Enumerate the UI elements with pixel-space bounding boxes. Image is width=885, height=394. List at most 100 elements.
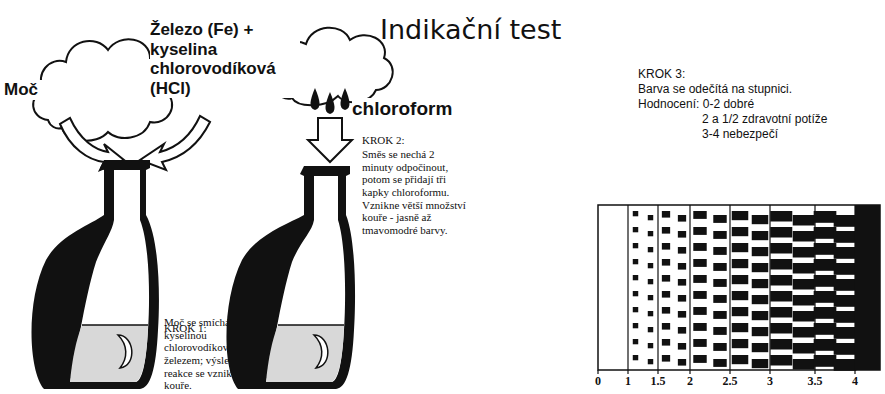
scale-mark bbox=[678, 247, 686, 254]
scale-mark bbox=[834, 327, 857, 339]
scale-mark bbox=[648, 311, 653, 316]
scale-mark bbox=[693, 275, 706, 283]
scale-mark bbox=[732, 307, 749, 316]
scale-mark bbox=[633, 243, 638, 248]
scale-mark bbox=[732, 275, 749, 284]
scale-mark bbox=[693, 339, 706, 347]
step-heading: KROK 3: bbox=[638, 68, 838, 82]
scale-mark bbox=[633, 275, 638, 280]
scale-mark bbox=[752, 295, 769, 304]
highlight bbox=[118, 335, 132, 368]
scale-mark bbox=[793, 295, 815, 306]
drop bbox=[340, 88, 349, 110]
scale-mark bbox=[648, 295, 653, 300]
scale-mark bbox=[752, 215, 769, 224]
scale-mark bbox=[814, 275, 837, 287]
scale-mark bbox=[752, 279, 769, 288]
scale-number: 1 bbox=[625, 375, 631, 389]
scale-mark bbox=[648, 359, 653, 364]
scale-mark bbox=[648, 327, 653, 332]
ingredient-label: Železo (Fe) + kyselina chlorovodíková (H… bbox=[150, 20, 300, 98]
scale-mark bbox=[814, 323, 837, 335]
scale-mark bbox=[648, 231, 653, 236]
scale-mark bbox=[678, 359, 686, 366]
scale-mark bbox=[834, 311, 857, 323]
scale-mark bbox=[793, 263, 815, 274]
scale-mark bbox=[662, 323, 670, 330]
scale-mark bbox=[693, 211, 706, 219]
scale-mark bbox=[732, 291, 749, 300]
scale-mark bbox=[834, 359, 857, 371]
scale-mark bbox=[713, 343, 726, 351]
scale-mark bbox=[713, 263, 726, 271]
scale-mark bbox=[662, 211, 670, 218]
scale-mark bbox=[713, 359, 726, 367]
scale-mark bbox=[752, 263, 769, 272]
scale-mark bbox=[770, 323, 792, 334]
scale-mark bbox=[814, 243, 837, 255]
scale-mark bbox=[814, 227, 837, 239]
scale-mark bbox=[662, 259, 670, 266]
liquid bbox=[266, 325, 344, 382]
scale-mark bbox=[713, 295, 726, 303]
step-text: Směs se nechá 2 minuty odpočinout, potom… bbox=[362, 148, 466, 236]
scale-tick bbox=[597, 370, 598, 374]
colour-scale bbox=[598, 205, 880, 374]
scale-number: 2 bbox=[687, 375, 693, 389]
scale-mark bbox=[834, 343, 857, 355]
scale-mark bbox=[793, 247, 815, 258]
scale-mark bbox=[662, 339, 670, 346]
scale-mark bbox=[693, 243, 706, 251]
scale-mark bbox=[648, 215, 653, 220]
scale-mark bbox=[662, 275, 670, 282]
scale-number: 4 bbox=[852, 375, 858, 389]
scale-mark bbox=[693, 355, 706, 363]
rating-text: Hodnocení: 0-2 dobré bbox=[638, 98, 868, 112]
flask-inside bbox=[70, 170, 149, 382]
scale-mark bbox=[770, 211, 792, 222]
scale-number: 1.5 bbox=[651, 375, 666, 389]
scale-mark bbox=[770, 291, 792, 302]
scale-mark bbox=[678, 215, 686, 222]
scale-tick bbox=[627, 205, 628, 374]
scale-mark bbox=[814, 211, 837, 223]
drop bbox=[325, 92, 334, 114]
scale-mark bbox=[678, 263, 686, 270]
scale-mark bbox=[732, 259, 749, 268]
scale-mark bbox=[662, 355, 670, 362]
scale-mark bbox=[752, 343, 769, 352]
scale-mark bbox=[732, 339, 749, 348]
scale-number: 3.5 bbox=[808, 375, 823, 389]
scale-mark bbox=[814, 291, 837, 303]
scale-mark bbox=[693, 307, 706, 315]
scale-mark bbox=[693, 227, 706, 235]
scale-mark bbox=[793, 215, 815, 226]
scale-mark bbox=[793, 311, 815, 322]
scale-mark bbox=[770, 339, 792, 350]
scale-tick bbox=[689, 205, 690, 374]
scale-mark bbox=[793, 343, 815, 354]
scale-mark bbox=[732, 211, 749, 220]
scale-tick bbox=[657, 205, 658, 374]
scale-mark bbox=[732, 355, 749, 364]
scale-mark bbox=[693, 291, 706, 299]
scale-mark bbox=[678, 295, 686, 302]
liquid bbox=[70, 325, 148, 382]
arrow bbox=[308, 118, 352, 162]
scale-mark bbox=[770, 275, 792, 286]
scale-mark bbox=[678, 231, 686, 238]
scale-mark bbox=[678, 327, 686, 334]
scale-frame bbox=[598, 205, 880, 370]
scale-mark bbox=[633, 291, 638, 296]
scale-mark bbox=[752, 247, 769, 256]
scale-mark bbox=[678, 311, 686, 318]
step-heading: KROK 2: bbox=[362, 134, 466, 147]
scale-mark bbox=[633, 211, 638, 216]
scale-number: 3 bbox=[767, 375, 773, 389]
scale-mark bbox=[834, 279, 857, 291]
scale-mark bbox=[770, 259, 792, 270]
scale-mark bbox=[814, 355, 837, 367]
scale-mark bbox=[633, 307, 638, 312]
flask bbox=[32, 160, 159, 389]
scale-mark bbox=[648, 279, 653, 284]
